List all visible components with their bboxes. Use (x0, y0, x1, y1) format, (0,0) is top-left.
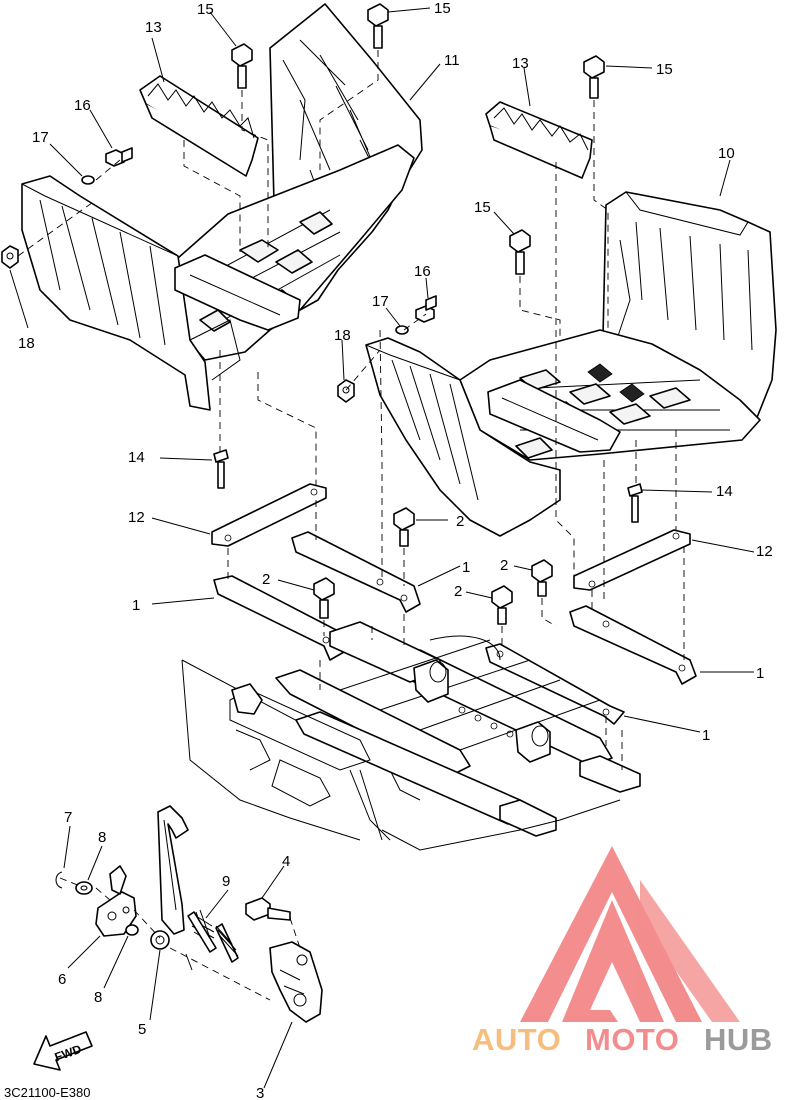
watermark-logo-mark (520, 846, 702, 1022)
callout-10: 10 (718, 145, 735, 162)
callout-1-top: 1 (462, 559, 470, 576)
footrest-rubber-right (485, 101, 593, 179)
screw-16b (415, 295, 437, 323)
brake-pedal (150, 805, 189, 950)
callout-14-right: 14 (716, 483, 733, 500)
callout-18-left: 18 (18, 335, 35, 352)
nut-18b (337, 379, 355, 403)
leader-lines (9, 7, 755, 1089)
bracket-right (573, 529, 691, 591)
diagram-code: 3C21100-E380 (4, 1085, 91, 1100)
callout-12-left: 12 (128, 509, 145, 526)
callout-17-right: 17 (372, 293, 389, 310)
rivet-14a (213, 449, 229, 489)
return-springs (185, 909, 239, 971)
footrest-rubber-left (139, 75, 259, 177)
callout-labels: 13 15 15 11 13 15 10 15 16 17 16 17 18 1… (18, 0, 773, 1100)
bolt-15d (509, 229, 531, 275)
callout-4: 4 (282, 853, 290, 870)
bolt-15a (231, 43, 253, 89)
callout-2-top: 2 (456, 513, 464, 530)
stay-1b (291, 531, 421, 613)
bracket-left (211, 483, 327, 547)
pivot-plate (95, 865, 137, 937)
callout-2-mid: 2 (454, 583, 462, 600)
callout-16-right: 16 (414, 263, 431, 280)
callout-9: 9 (222, 873, 230, 890)
callout-14-left: 14 (128, 449, 145, 466)
callout-12-right: 12 (756, 543, 773, 560)
callout-2-left: 2 (262, 571, 270, 588)
watermark-logo: AUTO MOTO HUB (472, 846, 773, 1057)
washer-8a (75, 881, 93, 895)
washer-8b (125, 924, 139, 936)
callout-2-right: 2 (500, 557, 508, 574)
washer-17b (395, 325, 409, 335)
callout-17-left: 17 (32, 129, 49, 146)
nut-18a (1, 245, 19, 269)
watermark-text-moto: MOTO (585, 1022, 679, 1057)
bolt-15c (583, 55, 605, 99)
brake-lever-bracket (269, 941, 323, 1023)
callout-5: 5 (138, 1021, 146, 1038)
stay-1c (569, 605, 697, 685)
watermark-logo-inner (640, 880, 740, 1022)
screw-16a (105, 147, 133, 167)
rivet-14b (627, 483, 643, 523)
frame (181, 621, 641, 851)
callout-18-right: 18 (334, 327, 351, 344)
callout-8-top: 8 (98, 829, 106, 846)
callout-3: 3 (256, 1085, 264, 1100)
callout-15-right: 15 (656, 61, 673, 78)
callout-6: 6 (58, 971, 66, 988)
callout-1-left: 1 (132, 597, 140, 614)
callout-13-left: 13 (145, 19, 162, 36)
bolt-2a (393, 507, 415, 547)
callout-1-bottom: 1 (702, 727, 710, 744)
right-footrest-assembly (365, 191, 777, 537)
assembly-lines (17, 50, 685, 1001)
callout-16-left: 16 (74, 97, 91, 114)
clip-7 (55, 871, 63, 889)
fwd-arrow-icon: FWD (33, 1031, 93, 1071)
bolt-15b (367, 3, 389, 49)
callout-15-mid: 15 (474, 199, 491, 216)
bolt-4 (245, 897, 291, 921)
callout-13-right: 13 (512, 55, 529, 72)
washer-17a (81, 175, 95, 185)
watermark-text-auto: AUTO (472, 1022, 561, 1057)
callout-15-left: 15 (197, 1, 214, 18)
callout-8-bottom: 8 (94, 989, 102, 1006)
watermark-text-hub: HUB (704, 1022, 773, 1057)
callout-1-right: 1 (756, 665, 764, 682)
callout-7: 7 (64, 809, 72, 826)
bolt-2b (313, 577, 335, 619)
bolt-2d (531, 559, 553, 597)
left-footrest-assembly (21, 3, 423, 411)
callout-11: 11 (444, 52, 460, 69)
bolt-2c (491, 585, 513, 625)
callout-15-top: 15 (434, 0, 451, 17)
stay-1a (213, 575, 345, 661)
